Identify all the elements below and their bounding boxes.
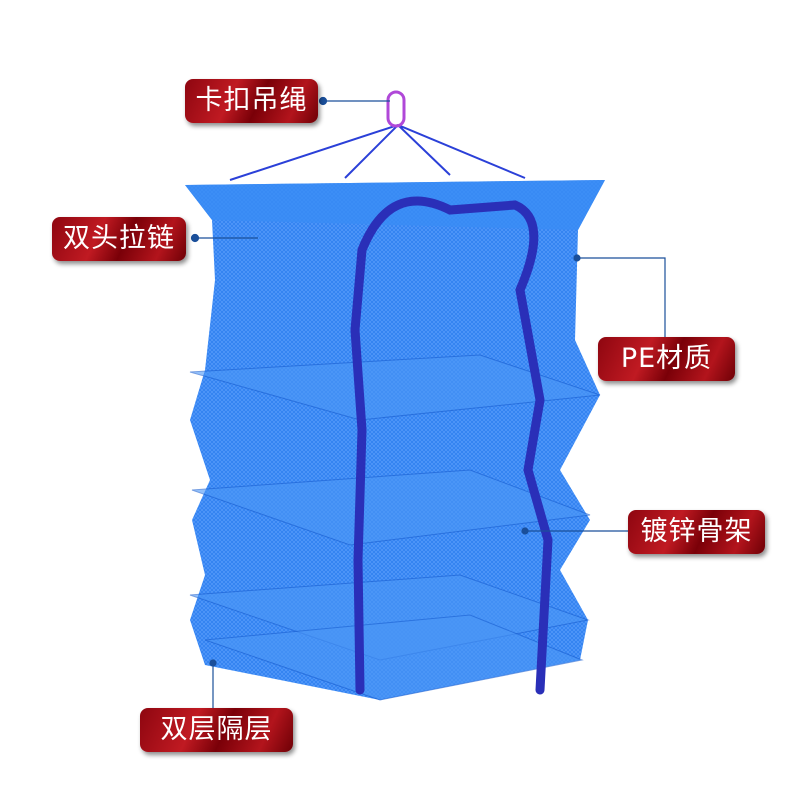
- drying-net: [185, 180, 605, 701]
- leader-lines: [190, 96, 666, 708]
- carabiner-icon: [386, 90, 406, 128]
- hanging-rope: [229, 124, 526, 181]
- callout-frame: 镀锌骨架: [628, 510, 765, 554]
- zipper: [350, 196, 553, 695]
- callout-hanging-rope: 卡扣吊绳: [185, 79, 318, 123]
- callout-layers: 双层隔层: [140, 708, 293, 752]
- callout-zipper: 双头拉链: [52, 217, 186, 261]
- callout-material: PE材质: [598, 337, 735, 381]
